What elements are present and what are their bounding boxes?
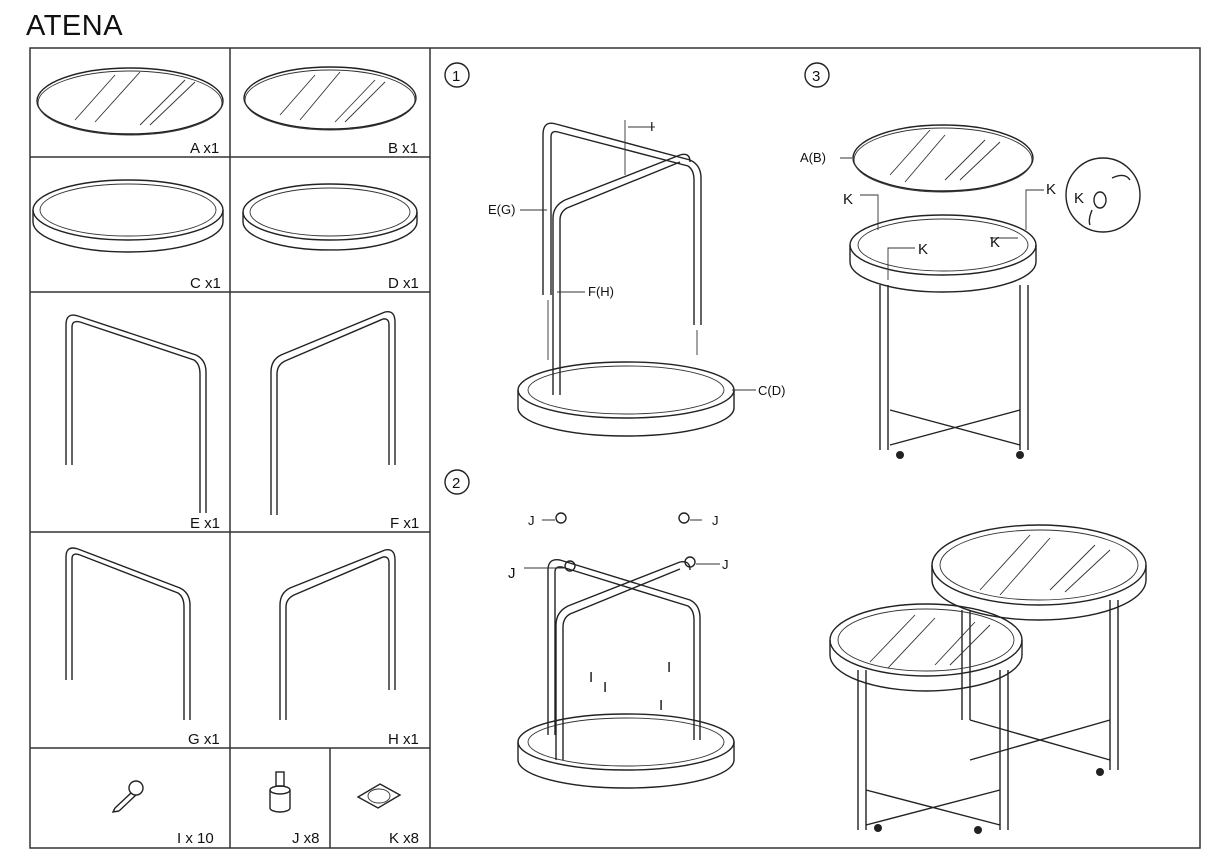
part-label-j: J x8 — [292, 830, 320, 847]
outer-frame — [29, 47, 1201, 849]
step-3-label-k4: K — [990, 234, 1000, 251]
step-2-number: 2 — [444, 469, 470, 495]
ring-frame-c-icon — [32, 179, 224, 253]
step-1-label-ring: C(D) — [758, 383, 785, 398]
glass-top-a-icon — [36, 67, 224, 136]
step-2-label-i3: I — [667, 659, 671, 676]
document-title: ATENA — [26, 10, 124, 42]
part-label-b: B x1 — [388, 140, 418, 157]
step-1-drawing — [517, 120, 756, 437]
part-label-i: I x 10 — [177, 830, 214, 847]
step-2-label-j3: J — [508, 565, 516, 582]
step-2-label-j4: J — [722, 557, 729, 572]
leg-frame-g-icon — [65, 547, 191, 720]
step-2-label-i4: I — [659, 697, 663, 714]
step-3-number: 3 — [804, 62, 830, 88]
screw-icon — [111, 780, 144, 813]
svg-text:1: 1 — [452, 68, 460, 85]
leg-frame-e-icon — [65, 314, 207, 513]
step-2-label-j2: J — [712, 513, 719, 528]
adhesive-pad-icon — [356, 783, 402, 809]
part-label-h: H x1 — [388, 731, 419, 748]
step-3-label-k2: K — [1046, 181, 1056, 198]
step-2-label-i2: I — [603, 679, 607, 696]
ring-frame-d-icon — [242, 183, 418, 251]
part-label-c: C x1 — [190, 275, 221, 292]
assembled-tables-illustration — [829, 524, 1147, 834]
leg-frame-f-icon — [270, 311, 396, 515]
step-3-detail-label-k: K — [1074, 190, 1084, 207]
part-label-g: G x1 — [188, 731, 220, 748]
part-label-f: F x1 — [390, 515, 419, 532]
step-3-label-k1: K — [843, 191, 853, 208]
part-label-a: A x1 — [190, 140, 219, 157]
foot-glide-icon — [269, 771, 291, 813]
svg-text:2: 2 — [452, 475, 460, 492]
svg-text:3: 3 — [812, 68, 820, 85]
part-label-k: K x8 — [389, 830, 419, 847]
step-3-label-glass: A(B) — [800, 150, 826, 165]
parts-grid — [30, 48, 431, 848]
step-3-label-k3: K — [918, 241, 928, 258]
step-1-label-screw: I — [650, 119, 654, 134]
step-3-drawing — [840, 124, 1141, 459]
step-2-label-i1: I — [589, 669, 593, 686]
part-label-d: D x1 — [388, 275, 419, 292]
leg-frame-h-icon — [279, 549, 396, 720]
glass-top-b-icon — [243, 66, 417, 131]
step-1-number: 1 — [444, 62, 470, 88]
step-2-label-j1: J — [528, 513, 535, 528]
step-1-label-leg-outer: E(G) — [488, 202, 515, 217]
step-2-drawing — [517, 512, 735, 789]
step-1-label-leg-inner: F(H) — [588, 284, 614, 299]
part-label-e: E x1 — [190, 515, 220, 532]
